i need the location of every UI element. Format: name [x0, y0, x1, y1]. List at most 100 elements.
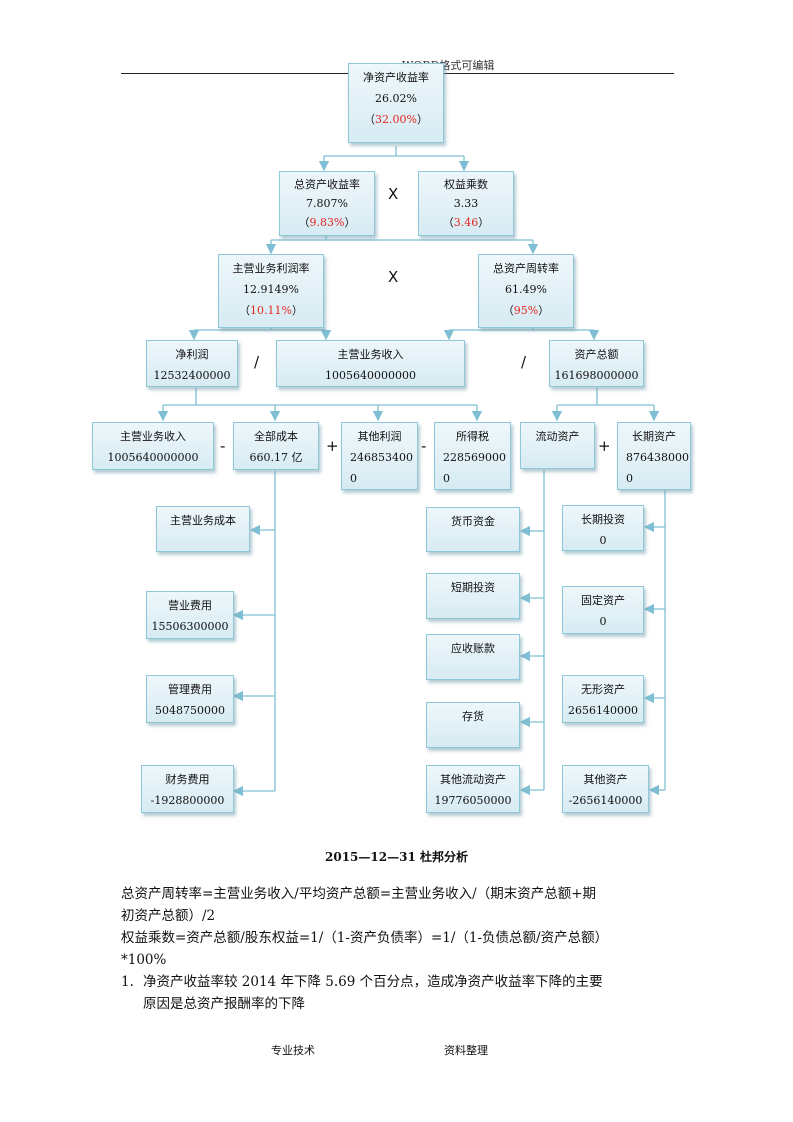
income-tax-name: 所得税	[456, 430, 489, 443]
list-item-number: 1.	[121, 974, 134, 990]
roa-box: 总资产收益率 7.807% （9.83%）	[279, 171, 375, 236]
receivables-box: 应收账款	[426, 634, 520, 680]
revenue-a-name: 主营业务收入	[337, 348, 404, 361]
fixed-assets-name: 固定资产	[581, 594, 625, 607]
revenue-a-box: 主营业务收入 1005640000000	[276, 340, 465, 387]
other-profit-box: 其他利润 246853400 0	[341, 422, 418, 490]
roa-name: 总资产收益率	[294, 178, 360, 191]
margin-value: 12.9149%	[243, 283, 299, 296]
fixed-assets-value: 0	[599, 615, 607, 628]
footer-right: 资料整理	[444, 1044, 488, 1057]
short-term-investment-name: 短期投资	[451, 581, 495, 594]
total-assets-name: 资产总额	[574, 348, 619, 361]
other-assets-name: 其他资产	[583, 773, 628, 786]
intangible-assets-value: 2656140000	[568, 704, 638, 717]
roe-box: 净资产收益率 26.02% （32.00%）	[348, 63, 444, 143]
footer-left: 专业技术	[271, 1044, 315, 1057]
formula-turnover-line-1: 总资产周转率=主营业务收入/平均资产总额=主营业务收入/（期末资产总额+期	[121, 886, 597, 902]
other-current-assets-value: 19776050000	[434, 794, 512, 807]
other-current-assets-box: 其他流动资产 19776050000	[426, 765, 520, 813]
turnover-prev: （95%）	[502, 304, 550, 317]
list-item-line-1: 净资产收益率较 2014 年下降 5.69 个百分点，造成净资产收益率下降的主要	[143, 974, 603, 990]
main-cost-name: 主营业务成本	[170, 514, 236, 527]
admin-expense-box: 管理费用 5048750000	[146, 675, 234, 723]
minus-operator-2: -	[421, 437, 427, 455]
em-prev: （3.46）	[442, 216, 490, 229]
roa-prev: （9.83%）	[298, 216, 356, 229]
turnover-value: 61.49%	[505, 283, 547, 296]
inventory-name: 存货	[462, 710, 484, 723]
sales-expense-value: 15506300000	[151, 620, 229, 633]
total-assets-box: 资产总额 161698000000	[549, 340, 644, 387]
total-cost-box: 全部成本 660.17 亿	[233, 422, 319, 470]
long-assets-name: 长期资产	[632, 430, 676, 443]
turnover-prev-value: 95%	[513, 304, 539, 317]
turnover-name: 总资产周转率	[493, 262, 559, 275]
income-tax-value-2: 0	[443, 472, 450, 485]
roa-prev-value: 9.83%	[309, 216, 345, 229]
formula-turnover-line-2: 初资产总额）/2	[121, 908, 216, 924]
finance-expense-box: 财务费用 -1928800000	[141, 765, 234, 813]
times-operator-1: X	[388, 185, 399, 203]
revenue-b-name: 主营业务收入	[120, 430, 186, 443]
other-profit-name: 其他利润	[357, 430, 402, 443]
revenue-a-value: 1005640000000	[325, 369, 416, 382]
revenue-b-box: 主营业务收入 1005640000000	[92, 422, 214, 470]
revenue-b-value: 1005640000000	[107, 451, 199, 464]
times-operator-2: X	[388, 268, 399, 286]
em-prev-value: 3.46	[453, 216, 479, 229]
roa-value: 7.807%	[306, 197, 348, 210]
roe-prev-value: 32.00%	[375, 113, 417, 126]
receivables-name: 应收账款	[451, 642, 495, 655]
main-cost-box: 主营业务成本	[156, 506, 250, 552]
fixed-assets-box: 固定资产 0	[562, 586, 644, 634]
total-assets-value: 161698000000	[554, 369, 639, 382]
divide-operator-2: /	[521, 353, 527, 371]
inventory-box: 存货	[426, 702, 520, 748]
roe-name: 净资产收益率	[363, 71, 429, 84]
other-assets-value: -2656140000	[568, 794, 643, 807]
income-tax-box: 所得税 228569000 0	[434, 422, 511, 490]
other-profit-value-2: 0	[350, 472, 357, 485]
margin-name: 主营业务利润率	[232, 262, 310, 275]
sales-expense-name: 营业费用	[168, 599, 212, 612]
total-cost-value: 660.17 亿	[249, 451, 303, 464]
long-term-investment-box: 长期投资 0	[562, 505, 644, 551]
plus-operator-2: +	[598, 437, 611, 455]
finance-expense-value: -1928800000	[150, 794, 225, 807]
list-item-line-2: 原因是总资产报酬率的下降	[143, 996, 305, 1012]
cash-box: 货币资金	[426, 507, 520, 552]
plus-operator-1: +	[326, 437, 339, 455]
intangible-assets-name: 无形资产	[581, 683, 625, 696]
net-profit-box: 净利润 12532400000	[146, 340, 238, 387]
other-profit-value: 246853400	[350, 451, 413, 464]
sales-expense-box: 营业费用 15506300000	[146, 591, 234, 639]
income-tax-value: 228569000	[443, 451, 506, 464]
long-assets-box: 长期资产 876438000 0	[617, 422, 691, 490]
long-term-investment-name: 长期投资	[581, 513, 625, 526]
long-term-investment-value: 0	[599, 534, 607, 547]
margin-box: 主营业务利润率 12.9149% （10.11%）	[218, 254, 324, 328]
formula-equity-multiplier-line-1: 权益乘数=资产总额/股东权益=1/（1-资产负债率）=1/（1-负债总额/资产总…	[121, 930, 609, 946]
figure-caption: 2015—12—31 杜邦分析	[325, 850, 468, 864]
turnover-box: 总资产周转率 61.49% （95%）	[478, 254, 574, 328]
admin-expense-value: 5048750000	[155, 704, 225, 717]
minus-operator-1: -	[220, 437, 226, 455]
admin-expense-name: 管理费用	[168, 683, 212, 696]
total-cost-name: 全部成本	[254, 430, 298, 443]
other-current-assets-name: 其他流动资产	[440, 773, 506, 786]
intangible-assets-box: 无形资产 2656140000	[562, 675, 644, 723]
net-profit-name: 净利润	[175, 348, 209, 361]
roe-value: 26.02%	[375, 92, 417, 105]
divide-operator-1: /	[254, 353, 260, 371]
em-value: 3.33	[453, 197, 479, 210]
margin-prev-value: 10.11%	[250, 304, 292, 317]
finance-expense-name: 财务费用	[165, 773, 210, 786]
long-assets-value-2: 0	[626, 472, 633, 485]
roe-prev: （32.00%）	[364, 113, 428, 126]
em-box: 权益乘数 3.33 （3.46）	[418, 171, 514, 236]
margin-prev: （10.11%）	[239, 304, 303, 317]
other-assets-box: 其他资产 -2656140000	[562, 765, 649, 813]
long-assets-value: 876438000	[626, 451, 689, 464]
